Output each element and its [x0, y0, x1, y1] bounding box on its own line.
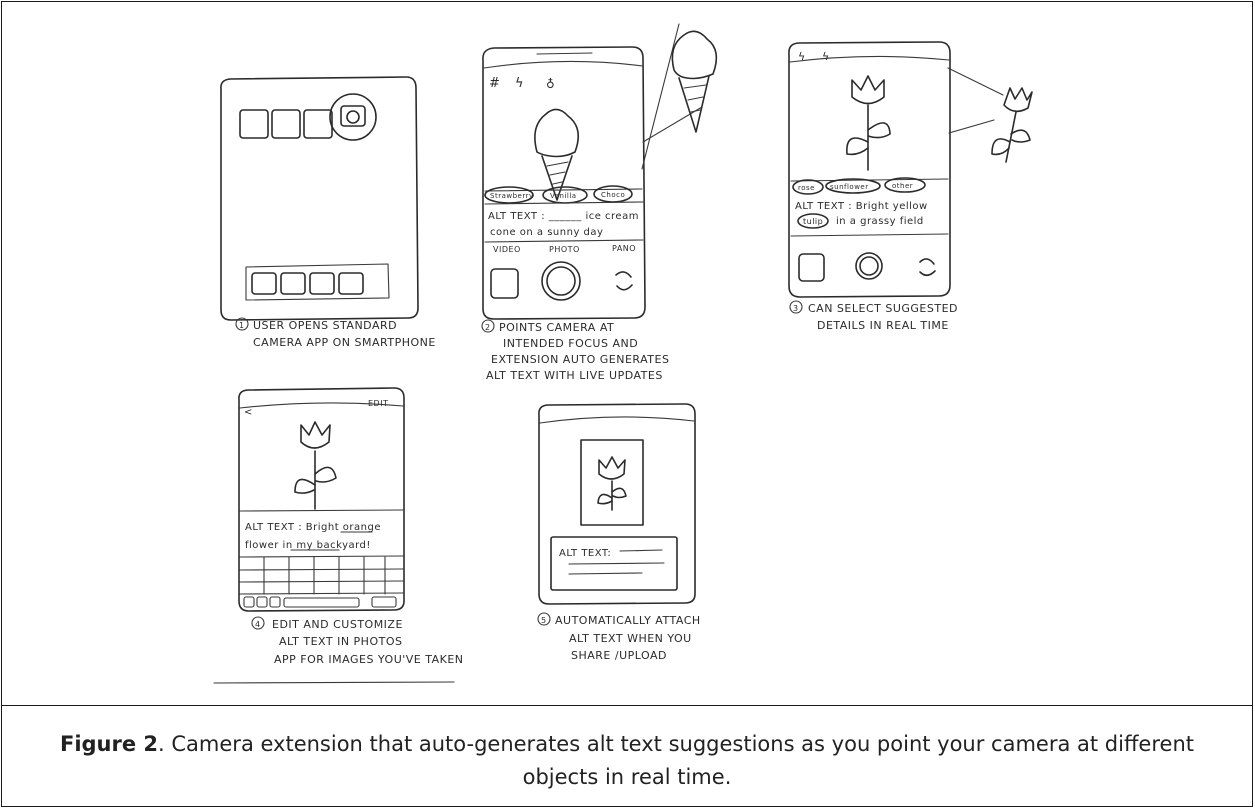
- caption-line: EXTENSION AUTO GENERATES: [491, 353, 669, 366]
- caption-line: ALT TEXT WHEN YOU: [569, 632, 692, 645]
- caption-line: EDIT AND CUSTOMIZE: [272, 618, 403, 631]
- alt-text-line: cone on a sunny day: [490, 227, 603, 238]
- figure-caption-text: . Camera extension that auto-generates a…: [158, 732, 1194, 789]
- sketch-5-caption: 5 AUTOMATICALLY ATTACH ALT TEXT WHEN YOU…: [537, 612, 701, 662]
- step-number: 2: [485, 323, 491, 332]
- storyboard-sketch: 1 USER OPENS STANDARD CAMERA APP ON SMAR…: [2, 2, 1254, 705]
- svg-text:#: #: [489, 76, 500, 91]
- caption-line: ALT TEXT WITH LIVE UPDATES: [486, 369, 663, 382]
- back-button-label: <: [244, 407, 253, 418]
- caption-line: APP FOR IMAGES YOU'VE TAKEN: [274, 653, 464, 666]
- caption-line: CAMERA APP ON SMARTPHONE: [253, 336, 436, 349]
- edit-button-label: EDIT: [368, 399, 388, 408]
- camera-app-icon: [329, 93, 377, 141]
- alt-text-label: ALT TEXT:: [559, 548, 611, 559]
- suggestion-chip: sunflower: [830, 183, 869, 191]
- suggestion-chip: Choco: [601, 191, 625, 199]
- mode-label: PANO: [612, 244, 636, 253]
- mode-label: PHOTO: [549, 245, 580, 254]
- mode-label: VIDEO: [493, 245, 521, 254]
- sketch-5-phone: ALT TEXT:: [538, 403, 696, 605]
- alt-text-chip: tulip: [803, 217, 823, 226]
- figure-caption-band: Figure 2. Camera extension that auto-gen…: [2, 705, 1252, 806]
- alt-text-line: ALT TEXT : ______ ice cream: [488, 211, 639, 222]
- sketch-4-phone: < EDIT ALT TEXT : Bright orange flower i…: [238, 387, 405, 612]
- caption-line: CAN SELECT SUGGESTED: [808, 302, 958, 315]
- caption-line: AUTOMATICALLY ATTACH: [555, 614, 701, 627]
- alt-text-line: in a grassy field: [836, 216, 924, 227]
- caption-line: SHARE /UPLOAD: [571, 649, 667, 662]
- svg-text:ϟ: ϟ: [822, 50, 830, 63]
- caption-line: USER OPENS STANDARD: [253, 319, 397, 332]
- sketch-3-phone: ϟ ϟ rose sunflower other ALT TEXT : Brig…: [788, 41, 1033, 298]
- figure-caption: Figure 2. Camera extension that auto-gen…: [42, 728, 1212, 794]
- figure-label: Figure 2: [59, 732, 159, 756]
- suggestion-chip: rose: [798, 184, 815, 192]
- svg-text:ϟ: ϟ: [515, 76, 524, 91]
- step-number: 1: [239, 321, 245, 330]
- storyboard-drawing: 1 USER OPENS STANDARD CAMERA APP ON SMAR…: [213, 23, 1033, 684]
- sketch-2-caption: 2 POINTS CAMERA AT INTENDED FOCUS AND EX…: [481, 319, 669, 382]
- step-number: 4: [255, 620, 261, 629]
- step-number: 5: [541, 616, 547, 625]
- suggestion-chip: Vanilla: [550, 192, 577, 200]
- step-number: 3: [793, 304, 799, 313]
- suggestion-chip: Strawberry: [490, 192, 534, 200]
- alt-text-line: ALT TEXT : Bright orange: [245, 522, 381, 533]
- svg-text:ϟ: ϟ: [798, 50, 806, 63]
- caption-line: INTENDED FOCUS AND: [503, 337, 638, 350]
- sketch-1-caption: 1 USER OPENS STANDARD CAMERA APP ON SMAR…: [235, 317, 436, 349]
- sketch-1-phone: [220, 76, 419, 321]
- sketch-2-phone: # ϟ ♁ Strawberry Vanilla Choco ALT TEXT …: [482, 23, 718, 320]
- sketch-4-caption: 4 EDIT AND CUSTOMIZE ALT TEXT IN PHOTOS …: [213, 616, 464, 684]
- caption-line: DETAILS IN REAL TIME: [817, 319, 949, 332]
- alt-text-line: flower in my backyard!: [245, 540, 371, 551]
- suggestion-chip: other: [892, 182, 913, 190]
- sketch-3-caption: 3 CAN SELECT SUGGESTED DETAILS IN REAL T…: [789, 300, 958, 332]
- svg-text:♁: ♁: [546, 77, 555, 91]
- caption-line: POINTS CAMERA AT: [499, 321, 614, 334]
- caption-line: ALT TEXT IN PHOTOS: [279, 635, 402, 648]
- alt-text-line: ALT TEXT : Bright yellow: [795, 201, 928, 212]
